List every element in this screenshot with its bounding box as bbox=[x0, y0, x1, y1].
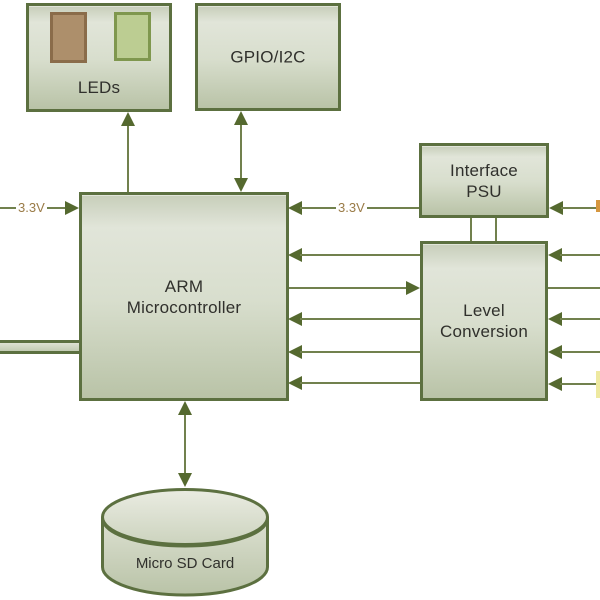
wire-ext1 bbox=[560, 254, 600, 256]
wire-ext2-out bbox=[548, 287, 600, 289]
arrowhead-signal3-into-arm bbox=[288, 312, 302, 326]
level-label-line2: Conversion bbox=[440, 322, 528, 341]
arm-label-line2: Microcontroller bbox=[126, 297, 242, 317]
wire-psu-level-1 bbox=[470, 218, 472, 241]
arrowhead-signal5-into-arm bbox=[288, 376, 302, 390]
wire-signal5-level-arm bbox=[300, 382, 420, 384]
wire-arm-gpio bbox=[240, 124, 242, 180]
voltage-label-left: 3.3V bbox=[16, 200, 47, 215]
arrowhead-ext5-into-level bbox=[548, 377, 562, 391]
block-interface-psu: Interface PSU bbox=[419, 143, 549, 218]
arrowhead-into-sd bbox=[178, 473, 192, 487]
level-label-line1: Level bbox=[463, 301, 505, 320]
psu-label-line1: Interface bbox=[450, 160, 518, 180]
led-indicator-green bbox=[114, 12, 151, 61]
voltage-label-psu: 3.3V bbox=[336, 200, 367, 215]
block-level-conversion-label: Level Conversion bbox=[423, 300, 545, 342]
clipped-label-fragment-top bbox=[596, 200, 600, 212]
block-leds: LEDs bbox=[26, 3, 172, 112]
arrowhead-33v-into-arm-right bbox=[288, 201, 302, 215]
block-gpio-i2c: GPIO/I2C bbox=[195, 3, 341, 111]
block-interface-psu-label: Interface PSU bbox=[422, 160, 546, 202]
sd-card-cylinder bbox=[101, 488, 269, 597]
arm-label-line1: ARM bbox=[164, 276, 204, 296]
arrowhead-signal1-into-arm bbox=[288, 248, 302, 262]
arrowhead-ext1-into-level bbox=[548, 248, 562, 262]
wire-psu-level-2 bbox=[495, 218, 497, 241]
wire-signal1-level-arm bbox=[300, 254, 420, 256]
arrowhead-into-psu bbox=[549, 201, 563, 215]
arrowhead-signal2-into-level bbox=[406, 281, 420, 295]
block-gpio-i2c-label: GPIO/I2C bbox=[230, 47, 306, 67]
block-arm-microcontroller: ARM Microcontroller bbox=[79, 192, 289, 401]
block-leds-label: LEDs bbox=[77, 78, 121, 97]
arrowhead-33v-into-arm-left bbox=[65, 201, 79, 215]
sd-card-label: Micro SD Card bbox=[135, 555, 235, 572]
arrowhead-ext3-into-level bbox=[548, 312, 562, 326]
arrowhead-into-arm-top bbox=[234, 178, 248, 192]
arrowhead-into-arm-bottom bbox=[178, 401, 192, 415]
wire-signal3-level-arm bbox=[300, 318, 420, 320]
clipped-label-fragment-bottom bbox=[596, 371, 600, 398]
wire-ext3 bbox=[560, 318, 600, 320]
psu-label-line2: PSU bbox=[466, 181, 502, 201]
wire-signal4-level-arm bbox=[300, 351, 420, 353]
arrowhead-into-gpio bbox=[234, 111, 248, 125]
arrowhead-into-leds bbox=[121, 112, 135, 126]
wire-signal2-arm-level bbox=[289, 287, 408, 289]
wire-rightedge-to-psu bbox=[561, 207, 600, 209]
bus-left-into-arm bbox=[0, 340, 79, 354]
wire-arm-to-leds bbox=[127, 124, 129, 192]
block-level-conversion: Level Conversion bbox=[420, 241, 548, 401]
wire-arm-sd bbox=[184, 413, 186, 475]
led-indicator-orange bbox=[50, 12, 87, 63]
wire-ext5 bbox=[560, 383, 600, 385]
block-arm-label: ARM Microcontroller bbox=[82, 276, 286, 318]
arrowhead-ext4-into-level bbox=[548, 345, 562, 359]
wire-ext4 bbox=[560, 351, 600, 353]
arrowhead-signal4-into-arm bbox=[288, 345, 302, 359]
